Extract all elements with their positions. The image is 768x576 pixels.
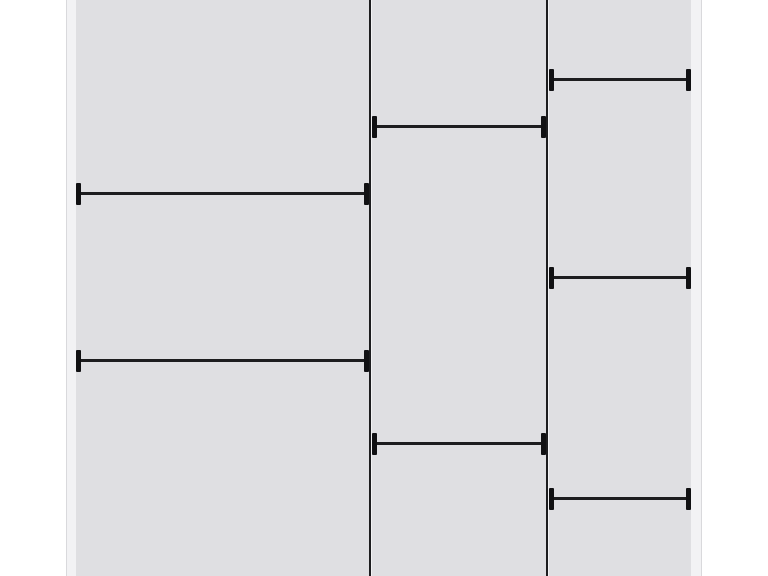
hanging-rod [551,78,689,81]
rod-bracket [372,433,377,455]
rod-bracket [76,183,81,205]
left-divider [369,0,371,576]
hanging-rod [551,497,689,500]
hanging-rod [374,125,544,128]
hanging-rod [79,359,366,362]
rod-bracket [364,183,369,205]
rod-bracket [364,350,369,372]
middle-column-panel [372,0,546,576]
right-divider [546,0,548,576]
hanging-rod [551,276,689,279]
right-column-panel [549,0,691,576]
rod-bracket [541,433,546,455]
hanging-rod [374,442,544,445]
rod-bracket [541,116,546,138]
rod-bracket [686,267,691,289]
rod-bracket [549,267,554,289]
rod-bracket [686,69,691,91]
rod-bracket [686,488,691,510]
rod-bracket [76,350,81,372]
rod-bracket [549,69,554,91]
left-column-panel [76,0,369,576]
rod-bracket [549,488,554,510]
rod-bracket [372,116,377,138]
hanging-rod [79,192,366,195]
